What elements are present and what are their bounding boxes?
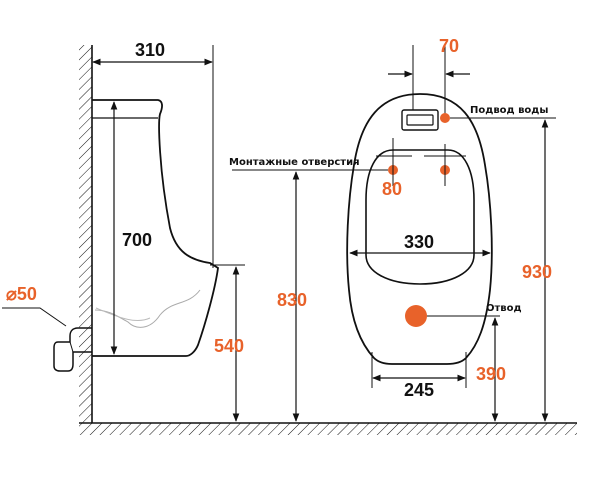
wall-hatch [79, 45, 92, 423]
outlet-note: Отвод [486, 303, 522, 314]
mounting-holes-note: Монтажные отверстия [229, 157, 360, 168]
front-body-outline [346, 93, 493, 365]
base-width-label: 245 [404, 380, 434, 400]
side-view: 310 700 ⌀50 540 [2, 40, 319, 435]
floor-hatch-left [79, 423, 319, 435]
water-inlet-note: Подвод воды [470, 105, 548, 116]
front-view: 70 Подвод воды Монтажные отверстия 80 33… [229, 36, 577, 435]
flush-valve-outer [401, 109, 439, 131]
outlet-dot [405, 305, 427, 327]
side-inner-bowl [94, 289, 201, 328]
outlet-height-label: 390 [476, 364, 506, 384]
drain-pipe-seam [69, 341, 74, 353]
water-inlet-dot [440, 113, 450, 123]
mounting-spacing-label: 80 [382, 179, 402, 199]
front-inner-bowl [365, 149, 475, 285]
side-width-label: 310 [135, 40, 165, 60]
mounting-height-label: 830 [277, 290, 307, 310]
side-profile-outline [92, 99, 219, 357]
side-trap [95, 307, 151, 322]
overall-height-label: 930 [522, 262, 552, 282]
inlet-width-label: 70 [439, 36, 459, 56]
side-height-label-bg [116, 228, 158, 250]
floor-hatch-right [319, 423, 577, 435]
rim-height-label: 540 [214, 336, 244, 356]
drain-diameter-label: ⌀50 [6, 284, 37, 304]
side-height-label: 700 [122, 230, 152, 250]
drain-pipe [53, 327, 92, 372]
flush-valve-inner [406, 114, 434, 126]
drain-diameter-leader [2, 307, 67, 327]
bowl-width-label: 330 [404, 232, 434, 252]
